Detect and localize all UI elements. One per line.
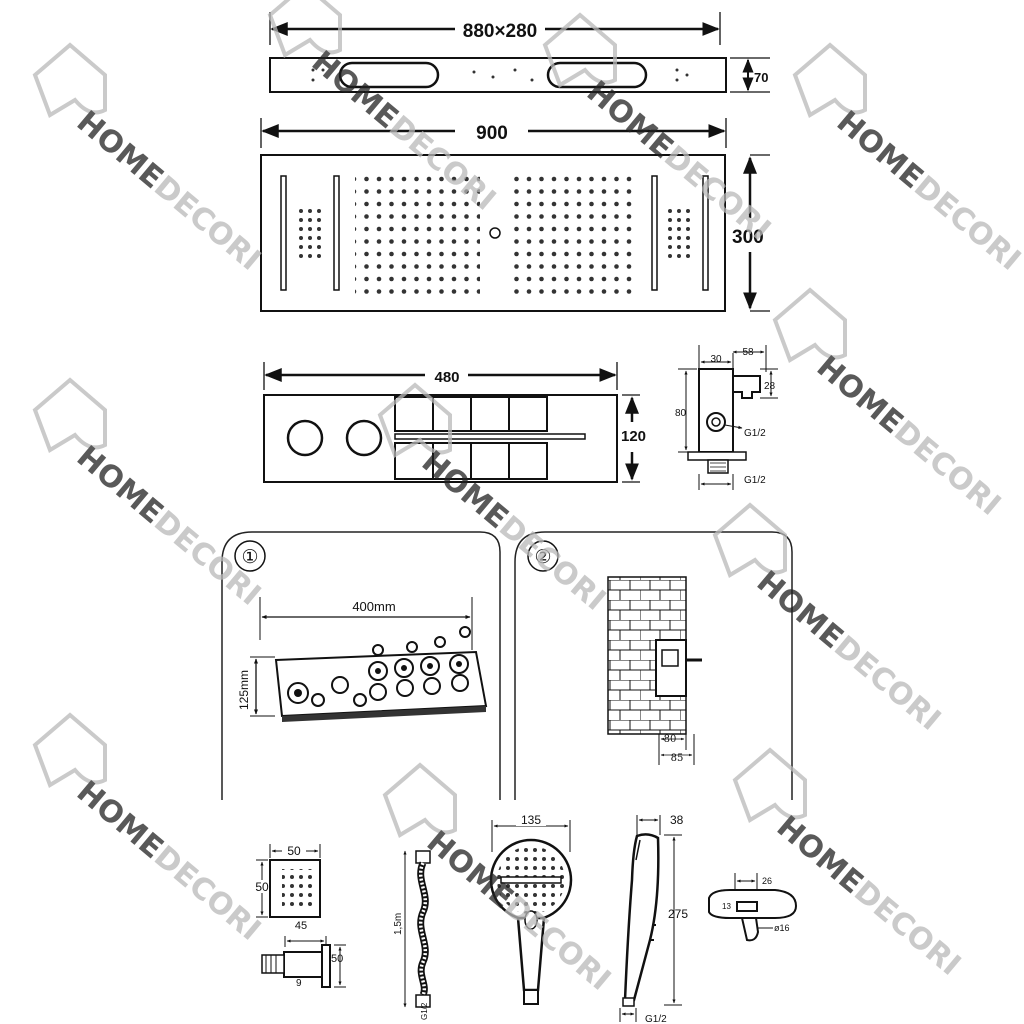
house-logo-icon bbox=[792, 42, 867, 118]
step2-depth-min: 80 bbox=[664, 734, 677, 745]
step2-depth-max: 85 bbox=[671, 753, 684, 764]
hose-length-label: 1,5m bbox=[393, 913, 404, 935]
house-logo-icon bbox=[382, 762, 457, 838]
hose-detail: 1,5m G1/2 bbox=[393, 850, 431, 1020]
top-height-label: 70 bbox=[754, 70, 768, 85]
watermark-text: HOMEDECORI bbox=[770, 809, 967, 982]
holder-height-total: 80 bbox=[675, 408, 687, 419]
bracket-diameter: ø16 bbox=[774, 923, 790, 933]
top-width-label: 880×280 bbox=[463, 21, 538, 42]
homedecori-watermark: HOMEDECORI bbox=[32, 42, 267, 278]
homedecori-watermark: HOMEDECORI bbox=[712, 502, 947, 738]
house-logo-icon bbox=[712, 502, 787, 578]
step1-panel: ① 400mm 125mm bbox=[221, 531, 501, 800]
homedecori-watermark: HOMEDECORI bbox=[32, 377, 267, 613]
front-width-label: 900 bbox=[476, 123, 508, 144]
step1-height-label: 125mm bbox=[237, 670, 251, 710]
hand-side-width: 38 bbox=[670, 813, 684, 827]
watermark-text: HOMEDECORI bbox=[70, 774, 267, 947]
house-logo-icon bbox=[732, 747, 807, 823]
hand-shower-diameter: 135 bbox=[521, 813, 541, 827]
shower-panel-top-view: 880×280 70 bbox=[269, 12, 770, 93]
control-height-label: 120 bbox=[621, 428, 646, 445]
homedecori-watermark: HOMEDECORI bbox=[772, 287, 1007, 523]
holder-width-inner: 30 bbox=[710, 354, 722, 365]
watermark-text: HOMEDECORI bbox=[810, 349, 1007, 522]
hand-side-length: 275 bbox=[668, 907, 688, 921]
shower-holder-detail: 58 30 28 80 G1/2 G1/2 bbox=[675, 345, 778, 490]
wall-bracket-detail: 26 13 ø16 bbox=[708, 873, 798, 942]
watermark-text: HOMEDECORI bbox=[830, 104, 1024, 277]
hand-shower-side-detail: 38 275 G1/2 bbox=[619, 813, 688, 1024]
bodyjet-side-width: 45 bbox=[295, 920, 307, 932]
holder-height-top: 28 bbox=[764, 381, 776, 392]
hand-shower-detail: 135 bbox=[489, 813, 573, 1005]
bodyjet-thread: 9 bbox=[296, 978, 302, 989]
homedecori-watermark: HOMEDECORI bbox=[732, 747, 967, 983]
shower-panel-front-view: 900 300 bbox=[260, 118, 770, 312]
control-width-label: 480 bbox=[434, 369, 459, 386]
bodyjet-width-label: 50 bbox=[287, 844, 301, 858]
homedecori-watermark: HOMEDECORI bbox=[32, 712, 267, 948]
bracket-height: 13 bbox=[722, 902, 731, 911]
step2-number: ② bbox=[534, 546, 551, 568]
holder-thread-bottom: G1/2 bbox=[744, 475, 766, 486]
holder-width-total: 58 bbox=[742, 347, 754, 358]
homedecori-watermark: HOMEDECORI bbox=[792, 42, 1024, 278]
bodyjet-height-label: 50 bbox=[255, 880, 269, 894]
body-jet-detail: 50 50 45 50 9 bbox=[255, 844, 346, 989]
house-logo-icon bbox=[542, 12, 617, 88]
house-logo-icon bbox=[32, 42, 107, 118]
step2-panel: ② 80 85 bbox=[514, 531, 793, 800]
house-logo-icon bbox=[32, 377, 107, 453]
house-logo-icon bbox=[32, 712, 107, 788]
holder-thread-side: G1/2 bbox=[744, 428, 766, 439]
step1-number: ① bbox=[241, 546, 258, 568]
watermark-text: HOMEDECORI bbox=[70, 439, 267, 612]
watermark-text: HOMEDECORI bbox=[750, 564, 947, 737]
house-logo-icon bbox=[377, 382, 452, 458]
house-logo-icon bbox=[772, 287, 847, 363]
watermark-text: HOMEDECORI bbox=[70, 104, 267, 277]
step1-width-label: 400mm bbox=[352, 599, 395, 614]
hose-thread: G1/2 bbox=[420, 1002, 429, 1020]
bracket-width: 26 bbox=[762, 876, 772, 886]
hand-side-thread: G1/2 bbox=[645, 1014, 667, 1024]
house-logo-icon bbox=[267, 0, 342, 58]
front-height-label: 300 bbox=[732, 227, 764, 248]
bodyjet-side-height: 50 bbox=[331, 953, 343, 965]
